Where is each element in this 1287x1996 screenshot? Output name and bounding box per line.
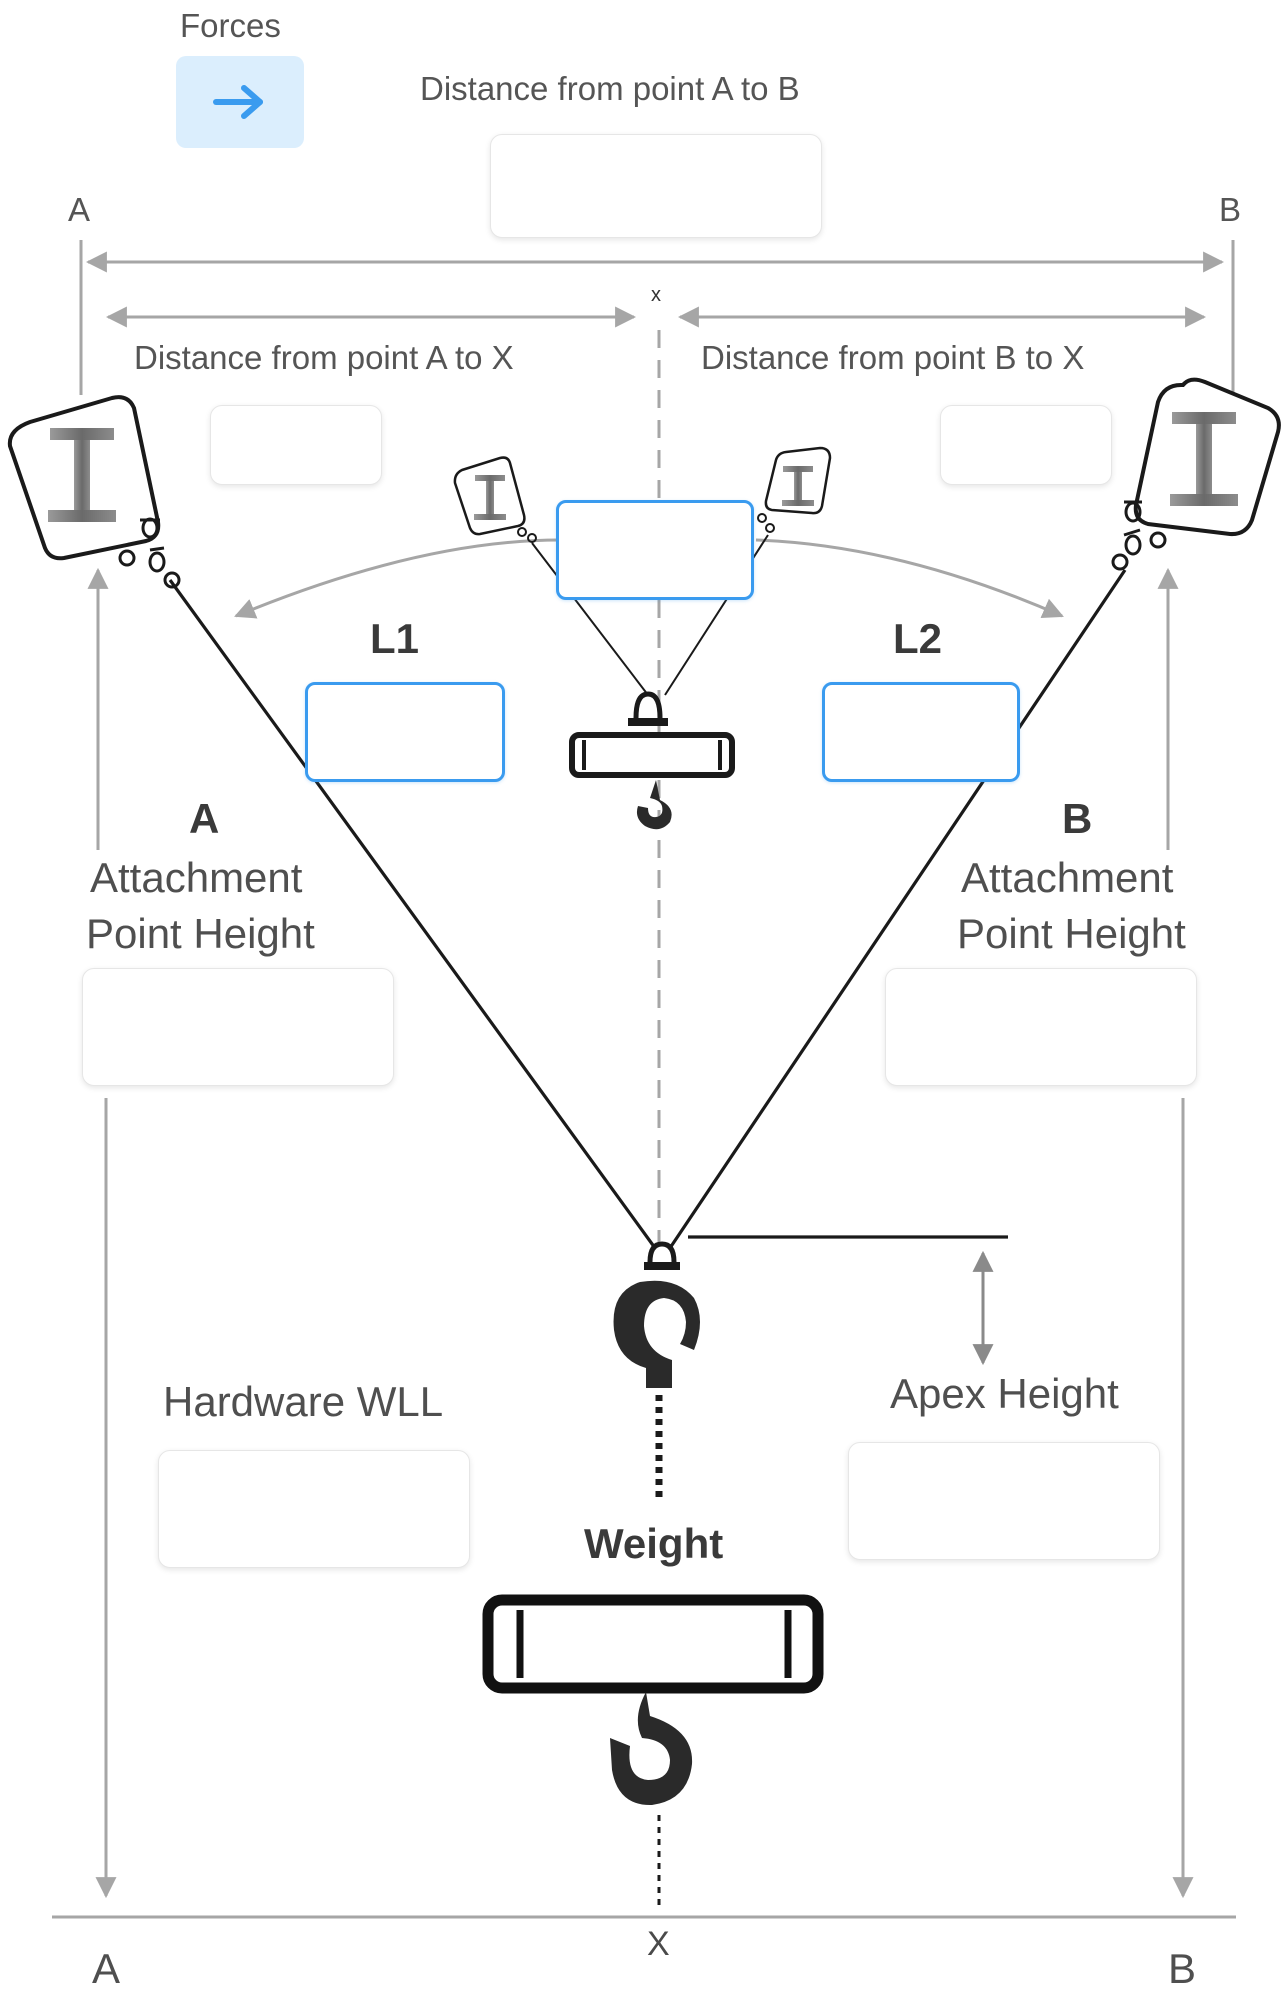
angle-arc	[234, 538, 561, 619]
forces-label: Forces	[180, 7, 281, 44]
angle-arc-right	[755, 538, 1064, 619]
hardware-wll-label: Hardware WLL	[163, 1378, 444, 1425]
forces-button[interactable]	[176, 56, 304, 148]
attach-a-point-label: A	[189, 795, 220, 842]
point-a-bottom-label: A	[92, 1945, 121, 1992]
apex-height-label: Apex Height	[890, 1370, 1119, 1417]
beam-a-icon	[7, 395, 161, 561]
leg-l1-input[interactable]	[305, 682, 505, 782]
small-load-block-icon	[569, 691, 735, 830]
inset-leg-left	[531, 542, 649, 696]
shackle-b-icon	[1111, 500, 1167, 571]
weight-label: Weight	[584, 1520, 724, 1567]
leg-l1-label: L1	[370, 615, 420, 662]
distance-ab-label: Distance from point A to B	[420, 70, 800, 107]
leg-l1-rope	[168, 579, 657, 1249]
attach-a-height-input[interactable]	[82, 968, 394, 1086]
attach-a-label-line1: Attachment	[90, 854, 303, 901]
distance-ab-input[interactable]	[490, 134, 822, 238]
attach-b-label-line2: Point Height	[957, 910, 1186, 957]
beam-b-icon	[1133, 377, 1281, 537]
distance-bx-input[interactable]	[940, 405, 1112, 485]
small-beam-right-icon	[757, 446, 832, 533]
small-beam-left-icon	[453, 456, 537, 543]
angle-input[interactable]	[556, 500, 754, 600]
distance-bx-label: Distance from point B to X	[701, 339, 1085, 376]
leg-l2-input[interactable]	[822, 682, 1020, 782]
attach-a-label-line2: Point Height	[86, 910, 315, 957]
hardware-wll-input[interactable]	[158, 1450, 470, 1568]
attach-b-point-label: B	[1062, 795, 1093, 842]
point-x-bottom-label: X	[647, 1925, 670, 1963]
apex-height-input[interactable]	[848, 1442, 1160, 1560]
leg-l2-label: L2	[893, 615, 943, 662]
weight-block-icon	[482, 1594, 824, 1806]
point-x-top-label: x	[651, 284, 661, 306]
apex-hook-icon	[613, 1241, 700, 1388]
arrow-right-icon	[213, 85, 263, 119]
point-b-top-label: B	[1219, 191, 1242, 228]
attach-b-height-input[interactable]	[885, 968, 1197, 1086]
leg-l2-rope	[668, 569, 1127, 1249]
point-a-top-label: A	[68, 191, 91, 228]
point-b-bottom-label: B	[1168, 1945, 1197, 1992]
attach-b-label-line1: Attachment	[961, 854, 1174, 901]
shackle-a-icon	[118, 517, 181, 589]
distance-ax-label: Distance from point A to X	[134, 339, 514, 376]
distance-ax-input[interactable]	[210, 405, 382, 485]
